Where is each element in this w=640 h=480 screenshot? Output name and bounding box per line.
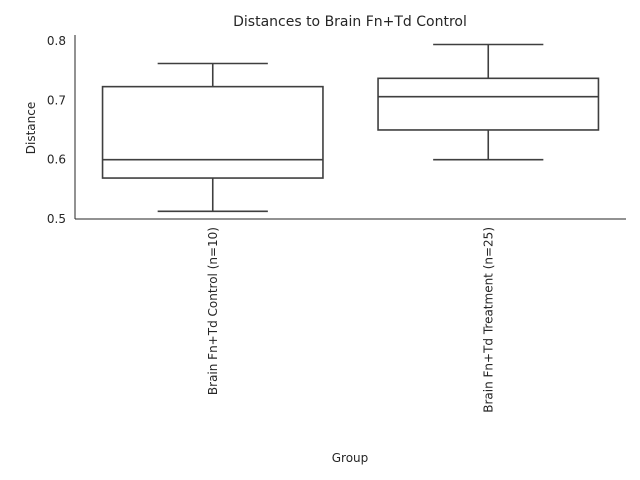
- interquartile-box: [101, 85, 324, 179]
- y-axis-label: Distance: [24, 102, 38, 154]
- box-series-0: [101, 62, 324, 213]
- y-tick-label: 0.5: [47, 212, 66, 226]
- y-tick-label: 0.7: [47, 93, 66, 107]
- y-tick-label: 0.6: [47, 153, 66, 167]
- box-group: [101, 43, 600, 213]
- x-ticks: Brain Fn+Td Control (n=10) Brain Fn+Td Tr…: [206, 227, 496, 413]
- interquartile-box: [377, 77, 600, 131]
- box-series-1: [377, 43, 600, 161]
- y-tick-label: 0.8: [47, 34, 66, 48]
- chart-title: Distances to Brain Fn+Td Control: [233, 14, 467, 30]
- y-ticks: 0.5 0.6 0.7 0.8: [47, 34, 66, 226]
- x-axis-label: Group: [332, 451, 369, 465]
- x-tick-label: Brain Fn+Td Treatment (n=25): [481, 227, 495, 413]
- plot-area: 0.50.60.70.8 Brain Fn+Td Control (n=10)B…: [47, 34, 626, 413]
- x-tick-label: Brain Fn+Td Control (n=10): [206, 227, 220, 395]
